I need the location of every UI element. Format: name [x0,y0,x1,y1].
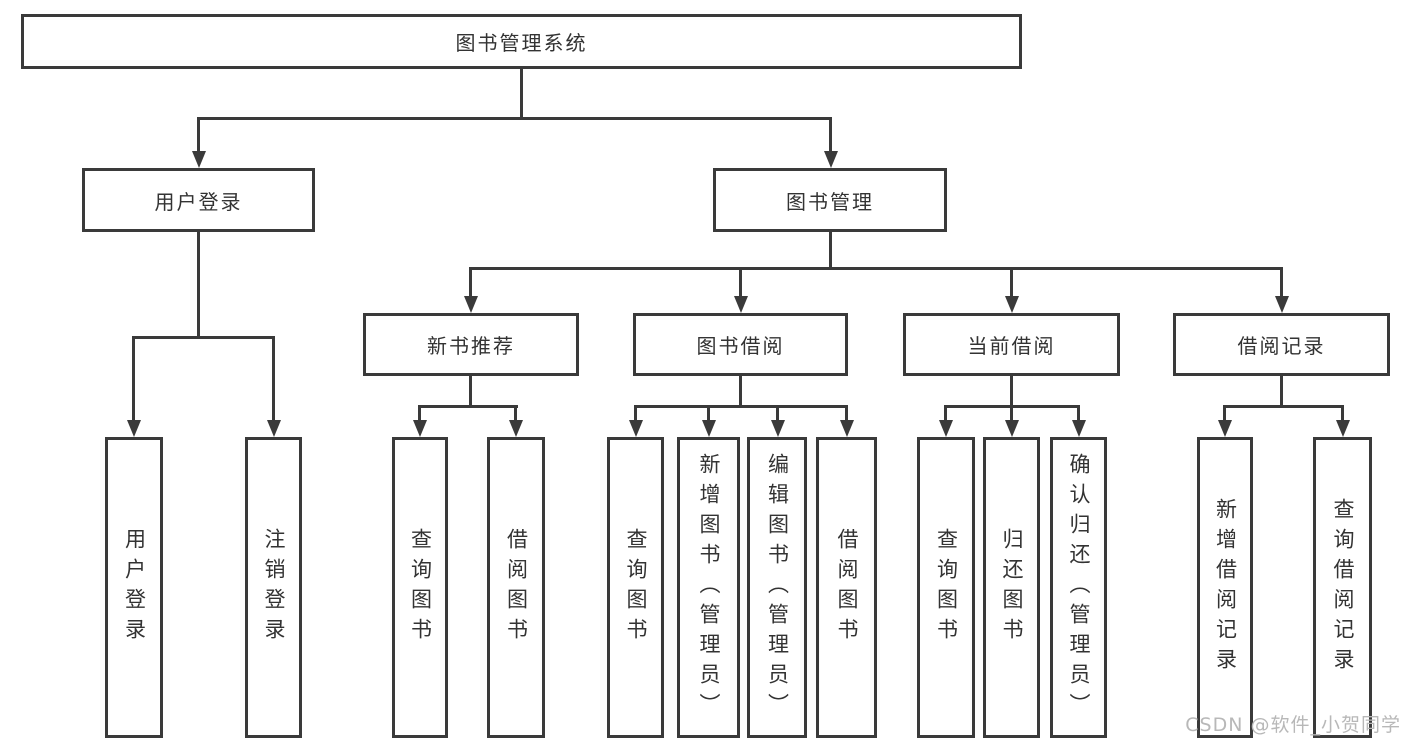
arrow-down-icon [1005,420,1019,437]
leaf-add-book-admin-label: 新增图书（管理员） [697,452,721,723]
leaf-borrow-books-2: 借阅图书 [816,437,877,738]
leaf-user-login-label: 用户登录 [122,527,147,648]
arrow-down-icon [771,420,785,437]
connector-line [469,267,472,298]
connector-line [1010,376,1013,407]
arrow-down-icon [192,151,206,168]
arrow-down-icon [629,420,643,437]
connector-line [829,232,832,269]
connector-line [739,376,742,407]
connector-line [197,117,200,153]
leaf-query-books-2-label: 查询图书 [624,527,648,648]
connector-line [418,405,421,421]
connector-line [944,405,947,421]
connector-line [829,117,832,153]
leaf-add-borrow-record-label: 新增借阅记录 [1213,497,1238,678]
connector-line [1010,267,1013,298]
node-book-borrow-label: 图书借阅 [696,334,785,358]
arrow-down-icon [267,420,281,437]
connector-line [1223,405,1344,408]
arrow-down-icon [1275,296,1289,313]
connector-line [1341,405,1344,421]
arrow-down-icon [824,151,838,168]
arrow-down-icon [127,420,141,437]
leaf-logout-label: 注销登录 [262,527,286,648]
node-new-book-recommend-label: 新书推荐 [427,334,515,358]
connector-line [418,405,518,408]
connector-line [197,117,832,120]
node-root-label: 图书管理系统 [455,31,588,55]
leaf-edit-book-admin-label: 编辑图书（管理员） [765,452,790,723]
connector-line [1010,405,1013,421]
leaf-query-books-1-label: 查询图书 [408,527,433,648]
arrow-down-icon [1005,296,1019,313]
node-user-login-label: 用户登录 [154,189,243,214]
connector-line [469,376,472,407]
leaf-query-books-2: 查询图书 [607,437,664,738]
connector-line [469,267,1283,270]
watermark-text: CSDN @软件_小贺同学 [1185,714,1401,736]
arrow-down-icon [413,420,427,437]
leaf-confirm-return-admin: 确认归还（管理员） [1050,437,1107,738]
connector-line [514,405,517,421]
connector-line [132,336,275,339]
leaf-logout: 注销登录 [245,437,302,738]
connector-line [1077,405,1080,421]
leaf-return-book-label: 归还图书 [1000,527,1024,648]
connector-line [776,405,779,421]
node-borrow-records-label: 借阅记录 [1237,334,1326,358]
connector-line [520,69,523,119]
leaf-edit-book-admin: 编辑图书（管理员） [747,437,807,738]
node-book-management-label: 图书管理 [786,189,874,214]
connector-line [1223,405,1226,421]
arrow-down-icon [702,420,716,437]
connector-line [197,232,200,338]
connector-line [739,267,742,298]
leaf-borrow-books-1: 借阅图书 [487,437,545,738]
connector-line [634,405,847,408]
arrow-down-icon [840,420,854,437]
connector-line [634,405,637,421]
leaf-query-books-1: 查询图书 [392,437,448,738]
leaf-user-login: 用户登录 [105,437,163,738]
connector-line [132,336,135,422]
leaf-query-borrow-record-label: 查询借阅记录 [1331,497,1355,678]
leaf-add-borrow-record: 新增借阅记录 [1197,437,1253,738]
arrow-down-icon [734,296,748,313]
leaf-borrow-books-1-label: 借阅图书 [504,527,529,648]
leaf-confirm-return-admin-label: 确认归还（管理员） [1067,452,1091,723]
leaf-add-book-admin: 新增图书（管理员） [677,437,740,738]
leaf-query-borrow-record: 查询借阅记录 [1313,437,1372,738]
node-current-borrow: 当前借阅 [903,313,1120,376]
arrow-down-icon [1336,420,1350,437]
connector-line [845,405,848,421]
node-root: 图书管理系统 [21,14,1022,69]
connector-line [1280,267,1283,298]
connector-line [707,405,710,421]
leaf-query-books-3: 查询图书 [917,437,975,738]
leaf-borrow-books-2-label: 借阅图书 [835,527,859,648]
connector-line [272,336,275,422]
leaf-return-book: 归还图书 [983,437,1040,738]
arrow-down-icon [939,420,953,437]
arrow-down-icon [1072,420,1086,437]
node-new-book-recommend: 新书推荐 [363,313,579,376]
node-book-management: 图书管理 [713,168,947,232]
leaf-query-books-3-label: 查询图书 [934,527,959,648]
node-book-borrow: 图书借阅 [633,313,848,376]
node-borrow-records: 借阅记录 [1173,313,1390,376]
connector-line [1280,376,1283,407]
node-current-borrow-label: 当前借阅 [967,334,1056,358]
arrow-down-icon [464,296,478,313]
node-user-login: 用户登录 [82,168,315,232]
arrow-down-icon [1218,420,1232,437]
arrow-down-icon [509,420,523,437]
